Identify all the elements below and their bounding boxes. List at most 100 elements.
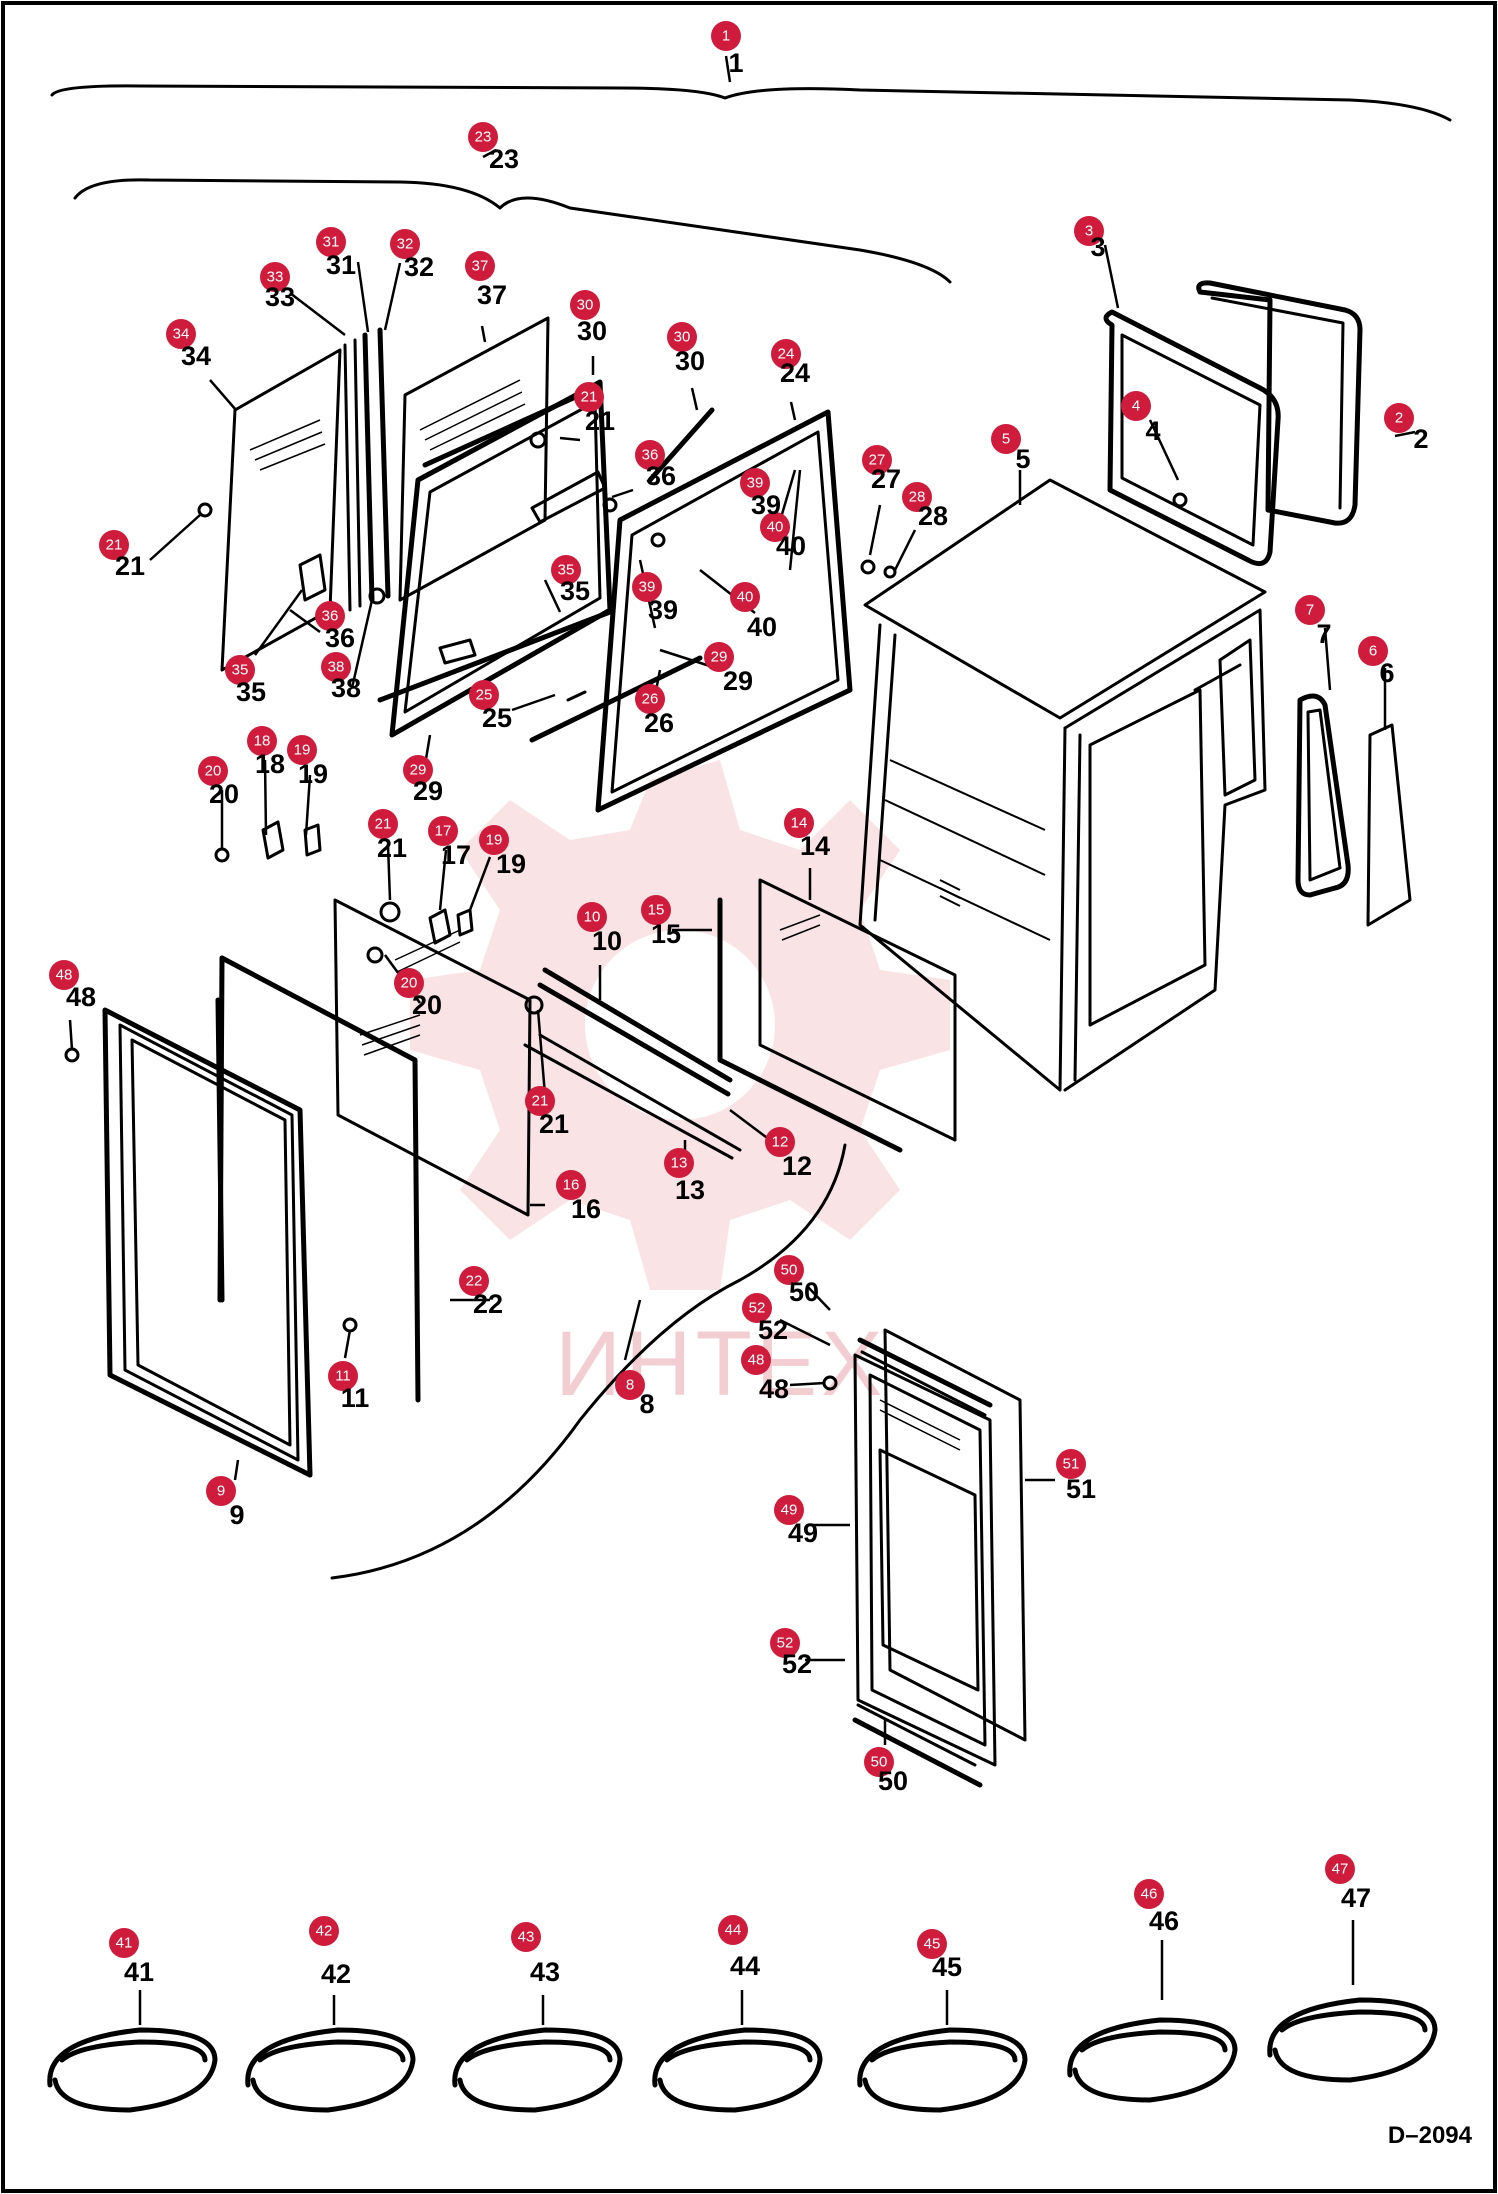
part-number-label-30: 30 [675, 346, 705, 376]
part-number-label-48: 48 [759, 1374, 789, 1404]
callout-dot [1074, 216, 1104, 246]
callout-number: 51 [1063, 1456, 1080, 1473]
callout-number: 21 [581, 389, 598, 406]
part-31-seal-strip [362, 332, 375, 603]
callout-marker-19: 19 [479, 825, 509, 855]
callout-dot [577, 902, 607, 932]
callout-marker-29: 29 [403, 755, 433, 785]
part-number-label-30: 30 [577, 316, 607, 346]
callout-marker-27: 27 [862, 445, 892, 475]
callout-number: 30 [674, 329, 691, 346]
part-number-label-11: 11 [341, 1383, 370, 1413]
callout-number: 19 [294, 742, 311, 759]
callout-marker-33: 33 [260, 262, 290, 292]
part-number-label-45: 45 [932, 1952, 962, 1982]
callout-number: 17 [435, 823, 452, 840]
callout-marker-48: 48 [741, 1345, 771, 1375]
leader-lines [68, 55, 1416, 2025]
part-number-label-23: 23 [489, 144, 519, 174]
part-number-label-18: 18 [255, 749, 285, 779]
part-number-label-21: 21 [539, 1109, 569, 1139]
callout-number: 9 [217, 1483, 225, 1500]
callout-number: 7 [1306, 602, 1314, 619]
part-number-label-39: 39 [751, 490, 781, 520]
callout-number: 21 [106, 537, 123, 554]
leader-line [209, 379, 237, 411]
part-number-label-36: 36 [646, 461, 676, 491]
part-3-window-seal [1103, 309, 1281, 567]
callout-number: 21 [532, 1093, 549, 1110]
callout-dot [667, 322, 697, 352]
part-26-rail [529, 655, 703, 743]
part-number-label-26: 26 [644, 708, 674, 738]
callout-number: 48 [748, 1352, 765, 1369]
callout-number: 32 [397, 236, 414, 253]
part-33-seal-strip [343, 338, 362, 612]
leader-line [559, 436, 581, 442]
callout-marker-16: 16 [556, 1170, 586, 1200]
callout-marker-22: 22 [459, 1266, 489, 1296]
callout-number: 22 [466, 1273, 483, 1290]
part-number-label-20: 20 [412, 990, 442, 1020]
part-number-label-24: 24 [780, 358, 810, 388]
callout-dot [99, 530, 129, 560]
callout-marker-4: 4 [1121, 391, 1151, 421]
callout-dot [525, 1086, 555, 1116]
part-number-label-9: 9 [229, 1500, 244, 1530]
callout-marker-7: 7 [1295, 595, 1325, 625]
part-13-rail [523, 1043, 734, 1160]
part-number-label-28: 28 [918, 501, 948, 531]
callout-marker-21: 21 [574, 382, 604, 412]
leader-line [438, 849, 448, 911]
callout-dot [260, 262, 290, 292]
callout-marker-52: 52 [770, 1628, 800, 1658]
part-number-label-50: 50 [789, 1277, 819, 1307]
callout-number: 11 [335, 1368, 351, 1385]
callout-dot [403, 755, 433, 785]
leader-line [511, 693, 556, 712]
callout-dot [570, 290, 600, 320]
part-22-door-frame [217, 955, 421, 1403]
part-number-label-29: 29 [413, 776, 443, 806]
callout-dot [917, 1929, 947, 1959]
callout-number: 47 [1332, 1861, 1349, 1878]
callout-marker-30: 30 [667, 322, 697, 352]
callout-number: 38 [328, 659, 345, 676]
callout-marker-44: 44 [718, 1915, 748, 1945]
part-10-seal-strip [537, 967, 733, 1097]
part-51-lower-glass [883, 1328, 1027, 1742]
callout-marker-3: 3 [1074, 216, 1104, 246]
callout-number: 21 [375, 816, 392, 833]
callout-dot [902, 482, 932, 512]
callout-number: 35 [558, 562, 575, 579]
callout-dot [321, 652, 351, 682]
callout-marker-35: 35 [551, 555, 581, 585]
part-6-quarter-glass [1366, 723, 1412, 927]
callout-dot [862, 445, 892, 475]
callout-marker-8: 8 [615, 1370, 645, 1400]
callout-dot [740, 468, 770, 498]
leader-line [623, 1299, 642, 1361]
part-number-label-46: 46 [1149, 1906, 1179, 1936]
leader-line [1394, 430, 1416, 438]
callout-marker-6: 6 [1358, 636, 1388, 666]
part-30-rail-b [647, 407, 715, 483]
callout-number: 26 [642, 691, 659, 708]
callout-number: 16 [563, 1177, 580, 1194]
callout-marker-26: 26 [635, 684, 665, 714]
part-52-bottom-strip [856, 1703, 977, 1767]
callout-marker-1: 1 [711, 21, 741, 51]
callout-number: 45 [924, 1936, 941, 1953]
callout-dot [465, 251, 495, 281]
part-number-label-17: 17 [441, 840, 471, 870]
leader-line [779, 1318, 831, 1347]
callout-dot [730, 582, 760, 612]
leader-line [386, 844, 392, 901]
leader-line [807, 1286, 831, 1311]
callout-dot [551, 555, 581, 585]
part-number-label-10: 10 [592, 926, 622, 956]
callout-dot [428, 816, 458, 846]
leader-line [482, 148, 497, 159]
part-number-label-50: 50 [878, 1766, 908, 1796]
part-number-label-31: 31 [326, 250, 356, 280]
